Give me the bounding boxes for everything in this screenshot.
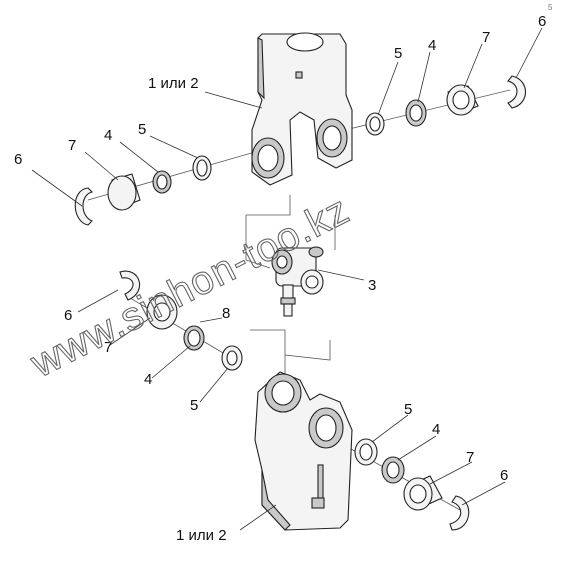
label-seal-mid-left: 4	[144, 371, 152, 388]
part-labels: 1 или 2 1 или 2 3 7 7 7 7 4 4 4 4 5 5 5 …	[14, 13, 546, 544]
label-seal-top-right: 4	[428, 37, 436, 54]
top-right-part-stack	[365, 75, 527, 136]
label-circlip-bottom-right: 6	[500, 467, 508, 484]
label-crosspiece: 3	[368, 277, 376, 294]
label-circlip-top-left: 6	[14, 151, 22, 168]
label-circlip-mid-left: 6	[64, 307, 72, 324]
circlip-mid-left	[119, 270, 141, 301]
label-washer-top-right: 5	[394, 45, 402, 62]
bottom-right-part-stack	[354, 438, 470, 531]
label-seal-bottom-right: 4	[432, 421, 440, 438]
label-washer-top-left: 5	[138, 121, 146, 138]
crosspiece-spider	[271, 246, 324, 317]
label-bearing-top-right: 7	[482, 29, 490, 46]
label-fork-bottom: 1 или 2	[176, 527, 227, 544]
label-fork-top: 1 или 2	[148, 75, 199, 92]
circlip-top-left	[74, 187, 94, 226]
label-washer-bottom-right: 5	[404, 401, 412, 418]
bottom-yoke-fork	[254, 371, 353, 531]
label-bearing-mid-left: 7	[104, 339, 112, 356]
bearing-cup-top-left	[107, 175, 137, 211]
leader-lines	[31, 27, 543, 531]
label-grease-fitting: 8	[222, 305, 230, 322]
label-bearing-bottom-right: 7	[466, 449, 474, 466]
top-yoke-fork	[251, 32, 353, 186]
label-washer-mid-left: 5	[190, 397, 198, 414]
label-seal-top-left: 4	[104, 127, 112, 144]
corner-mark: 5	[548, 3, 553, 12]
middle-left-part-stack	[119, 270, 243, 371]
top-left-part-stack	[74, 155, 212, 226]
circlip-top-right	[507, 75, 527, 109]
label-circlip-top-right: 6	[538, 13, 546, 30]
label-bearing-top-left: 7	[68, 137, 76, 154]
circlip-bottom-right	[449, 495, 470, 531]
